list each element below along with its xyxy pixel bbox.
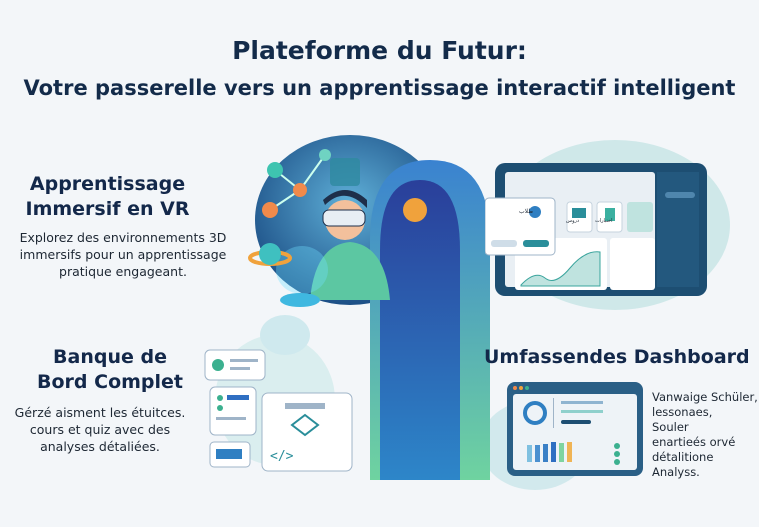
- dashboard-heading: Umfassendes Dashboard: [484, 346, 750, 368]
- dashboard-description-line: Souler: [652, 420, 689, 434]
- vr-illustration: [248, 135, 490, 480]
- dashboard-description: Vanwaige Schüler, lessonaes, Souler enar…: [652, 390, 759, 480]
- tablet-card-students: طلاب: [519, 208, 534, 215]
- bank-heading: Banque de Bord Complet: [20, 345, 200, 395]
- page-subtitle: Votre passerelle vers un apprentissage i…: [23, 76, 736, 100]
- donut-chart-icon: [523, 401, 547, 425]
- user-icon: [529, 206, 541, 218]
- vr-description-line: Explorez des environnements 3D: [19, 230, 227, 245]
- vr-heading-line2: Immersif en VR: [25, 198, 190, 220]
- dashboard-description-line: Analyss.: [652, 465, 700, 479]
- tablet-dashboard: [485, 163, 707, 296]
- molecule-icon: [262, 149, 331, 218]
- vr-description: Explorez des environnements 3D immersifs…: [3, 229, 243, 280]
- vr-headset-icon: [322, 209, 366, 227]
- vr-description-line: pratique engageant.: [59, 264, 187, 279]
- bank-description: Gérzé aisment les étuitces. cours et qui…: [0, 404, 200, 455]
- bank-description-line: cours et quiz avec des: [29, 422, 171, 437]
- planet-icon: [403, 198, 427, 222]
- dashboard-description-line: lessonaes,: [652, 405, 713, 419]
- content-bank-illustration: </>: [204, 349, 353, 472]
- vr-description-line: immersifs pour un apprentissage: [19, 247, 227, 262]
- dashboard-description-line: détalitione: [652, 450, 714, 464]
- page-title: Plateforme du Futur:: [232, 36, 527, 65]
- dashboard-monitor: [507, 382, 643, 476]
- flowchart-icon: [261, 392, 353, 472]
- bank-heading-line2: Bord Complet: [37, 371, 183, 393]
- tablet-card-lessons: دروس: [566, 218, 580, 224]
- bank-heading-line1: Banque de: [53, 346, 167, 368]
- dashboard-description-line: Vanwaige Schüler,: [652, 390, 758, 404]
- bar-chart-icon: [527, 442, 572, 462]
- bank-description-line: analyses détaliées.: [40, 439, 160, 454]
- vr-heading: Apprentissage Immersif en VR: [20, 172, 195, 222]
- dashboard-description-line: enartieés orvé: [652, 435, 736, 449]
- bank-description-line: Gérzé aisment les étuitces.: [14, 405, 186, 420]
- tablet-card-tests: اختبارات: [595, 218, 613, 224]
- code-icon: </>: [270, 449, 294, 464]
- vr-heading-line1: Apprentissage: [29, 173, 186, 195]
